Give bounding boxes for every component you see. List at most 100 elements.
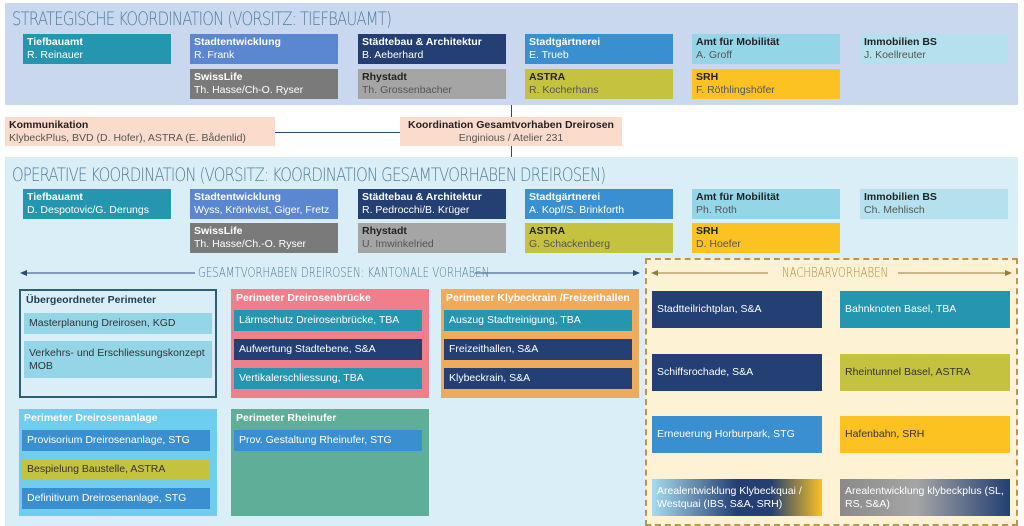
org-person: Wyss, Krönkvist, Giger, Fretz	[194, 204, 330, 216]
org-name: Städtebau & Architektur	[362, 191, 482, 203]
org-name: SRH	[696, 71, 719, 83]
org-name: SwissLife	[194, 71, 243, 83]
org-person: R. Kocherhans	[529, 84, 599, 96]
org-person: D. Despotovic/G. Derungs	[27, 204, 149, 216]
project-item: Prov. Gestaltung Rheinufer, STG	[234, 430, 422, 451]
nachbar-item: Hafenbahn, SRH	[840, 416, 1010, 453]
org-person: J. Koellreuter	[864, 49, 926, 61]
nachbar-item: Arealentwicklung klybeckplus (SL, RS, S&…	[840, 479, 1010, 516]
org-person: B. Aeberhard	[362, 49, 424, 61]
nachbar-item: Bahnknoten Basel, TBA	[840, 291, 1010, 328]
org-person: A. Groff	[696, 49, 732, 61]
org-person: D. Hoefer	[696, 238, 741, 250]
nachbar-item: Rheintunnel Basel, ASTRA	[840, 354, 1010, 391]
koordination-text: Enginious / Atelier 231	[458, 132, 564, 144]
org-person: U. Imwinkelried	[362, 238, 434, 250]
org-person: R. Frank	[194, 49, 235, 61]
perimeter-title: Perimeter Rheinufer	[236, 412, 337, 424]
project-item: Lärmschutz Dreirosenbrücke, TBA	[234, 310, 422, 331]
org-person: Th. Grossenbacher	[362, 84, 452, 96]
project-item: Klybeckrain, S&A	[444, 368, 632, 389]
org-name: Amt für Mobilität	[696, 36, 780, 48]
org-person: Th. Hasse/Ch-O. Ryser	[194, 84, 304, 96]
org-name: Tiefbauamt	[27, 191, 83, 203]
org-name: ASTRA	[529, 225, 566, 237]
org-person: Ph. Roth	[696, 204, 737, 216]
connector-horizontal	[275, 132, 400, 133]
kommunikation-title: Kommunikation	[9, 119, 89, 131]
org-name: SwissLife	[194, 225, 243, 237]
nachbar-item: Schiffsrochade, S&A	[652, 354, 822, 391]
org-person: F. Röthlingshöfer	[696, 84, 775, 96]
org-name: Rhystadt	[362, 225, 407, 237]
operative-title: OPERATIVE KOORDINATION (VORSITZ: KOORDIN…	[12, 164, 606, 186]
org-name: Stadtentwicklung	[194, 191, 281, 203]
project-item: Vertikalerschliessung, TBA	[234, 368, 422, 389]
org-name: Immobilien BS	[864, 36, 937, 48]
project-item: Verkehrs- und Erschliessungskonzept MOB	[24, 341, 212, 378]
org-name: Stadtgärtnerei	[529, 191, 601, 203]
project-item: Aufwertung Stadtebene, S&A	[234, 339, 422, 360]
nachbar-arrow	[651, 270, 1012, 276]
nachbar-label: NACHBARVORHABEN	[782, 266, 889, 281]
org-name: Amt für Mobilität	[696, 191, 780, 203]
org-person: Th. Hasse/Ch.-O. Ryser	[194, 238, 307, 250]
perimeter-title: Perimeter Dreirosenbrücke	[236, 292, 371, 304]
strategic-title: STRATEGISCHE KOORDINATION (VORSITZ: TIEF…	[12, 8, 392, 30]
org-person: R. Reinauer	[27, 49, 84, 61]
project-item: Freizeithallen, S&A	[444, 339, 632, 360]
project-item: Provisorium Dreirosenanlage, STG	[22, 430, 210, 451]
org-person: E. Trueb	[529, 49, 569, 61]
strategic-section	[5, 3, 1018, 105]
org-person: Ch. Mehlisch	[864, 204, 925, 216]
perimeter-title: Perimeter Klybeckrain /Freizeithallen	[446, 292, 630, 304]
org-name: Immobilien BS	[864, 191, 937, 203]
org-name: Tiefbauamt	[27, 36, 83, 48]
org-name: ASTRA	[529, 71, 566, 83]
kommunikation-box: Kommunikation KlybeckPlus, BVD (D. Hofer…	[5, 117, 275, 146]
org-name: Stadtgärtnerei	[529, 36, 601, 48]
kantonal-label: GESAMTVORHABEN DREIROSEN: KANTONALE VORH…	[198, 266, 490, 281]
koordination-title: Koordination Gesamtvorhaben Dreirosen	[408, 119, 614, 131]
nachbar-item: Erneuerung Horburpark, STG	[652, 416, 822, 453]
kantonal-arrow	[20, 270, 640, 276]
org-name: Städtebau & Architektur	[362, 36, 482, 48]
perimeter-title: Übergeordneter Perimeter	[26, 294, 157, 306]
org-name: Stadtentwicklung	[194, 36, 281, 48]
project-item: Bespielung Baustelle, ASTRA	[22, 459, 210, 480]
project-item: Masterplanung Dreirosen, KGD	[24, 313, 212, 334]
org-name: SRH	[696, 225, 719, 237]
koordination-box: Koordination Gesamtvorhaben Dreirosen En…	[400, 117, 622, 146]
nachbar-item: Arealentwicklung Klybeckquai / Westquai …	[652, 479, 822, 516]
nachbar-item: Stadtteilrichtplan, S&A	[652, 291, 822, 328]
org-person: R. Pedrocchi/B. Krüger	[362, 204, 470, 216]
org-name: Rhystadt	[362, 71, 407, 83]
kommunikation-text: KlybeckPlus, BVD (D. Hofer), ASTRA (E. B…	[9, 132, 246, 144]
perimeter-title: Perimeter Dreirosenanlage	[24, 412, 158, 424]
org-person: A. Kopf/S. Brinkforth	[529, 204, 625, 216]
org-person: G. Schackenberg	[529, 238, 611, 250]
